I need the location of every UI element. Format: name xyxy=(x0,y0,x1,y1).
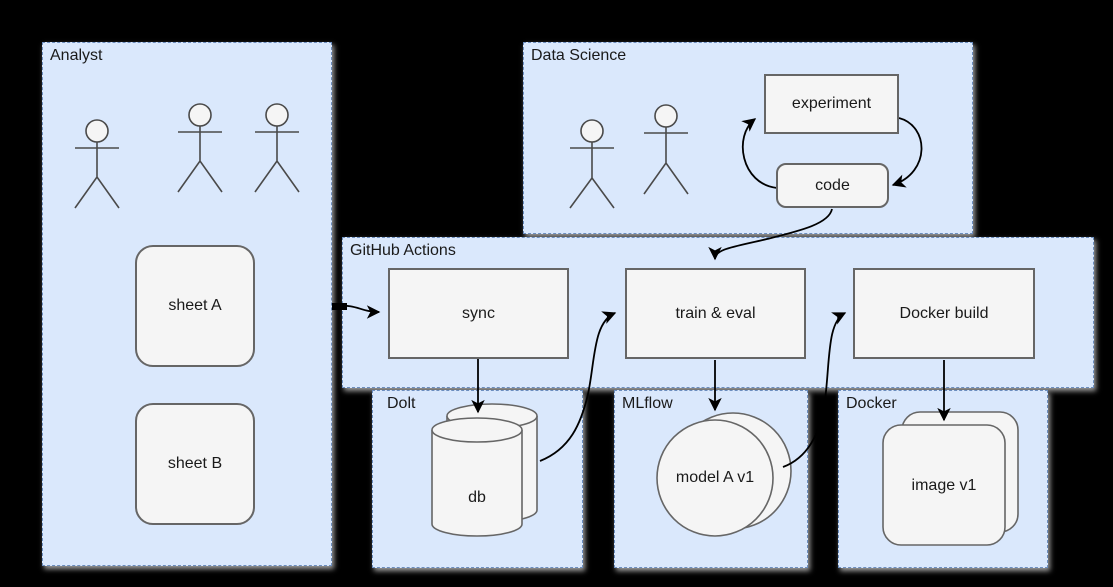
image-stack-shape[interactable] xyxy=(882,411,1019,546)
node-sheet-b[interactable]: sheet B xyxy=(135,403,255,525)
edge-code-train-eval xyxy=(708,208,833,261)
container-data-science-label: Data Science xyxy=(531,47,627,64)
analyst-actor-icon[interactable] xyxy=(177,103,223,193)
edge-model-docker-build xyxy=(782,312,847,468)
db-cylinder-shape[interactable] xyxy=(431,403,538,537)
edge-db-train-eval xyxy=(539,311,617,462)
node-sync[interactable]: sync xyxy=(388,268,569,359)
node-experiment[interactable]: experiment xyxy=(764,74,899,134)
container-dolt-label: Dolt xyxy=(387,395,416,412)
container-docker-label: Docker xyxy=(846,395,897,412)
edge-experiment-code xyxy=(891,117,923,188)
data-science-actor-icon[interactable] xyxy=(569,119,615,209)
node-experiment-label: experiment xyxy=(791,95,872,112)
edge-analyst-sync xyxy=(335,304,381,319)
node-docker-build[interactable]: Docker build xyxy=(853,268,1035,359)
node-docker-build-label: Docker build xyxy=(899,304,989,322)
container-github-actions-label: GitHub Actions xyxy=(350,242,456,259)
node-sync-label: sync xyxy=(462,304,495,322)
edge-code-experiment xyxy=(741,118,778,189)
node-code-label: code xyxy=(815,176,850,194)
node-sheet-a[interactable]: sheet A xyxy=(135,245,255,367)
node-train-eval-label: train & eval xyxy=(675,304,756,322)
node-code[interactable]: code xyxy=(776,163,889,208)
analyst-actor-icon[interactable] xyxy=(74,119,120,209)
container-analyst-label: Analyst xyxy=(50,47,103,64)
analyst-actor-icon[interactable] xyxy=(254,103,300,193)
container-mlflow-label: MLflow xyxy=(622,395,673,412)
node-train-eval[interactable]: train & eval xyxy=(625,268,806,359)
node-sheet-b-label: sheet B xyxy=(167,455,223,472)
data-science-actor-icon[interactable] xyxy=(643,104,689,195)
node-sheet-a-label: sheet A xyxy=(168,297,222,314)
model-circle-shape[interactable] xyxy=(656,412,792,537)
